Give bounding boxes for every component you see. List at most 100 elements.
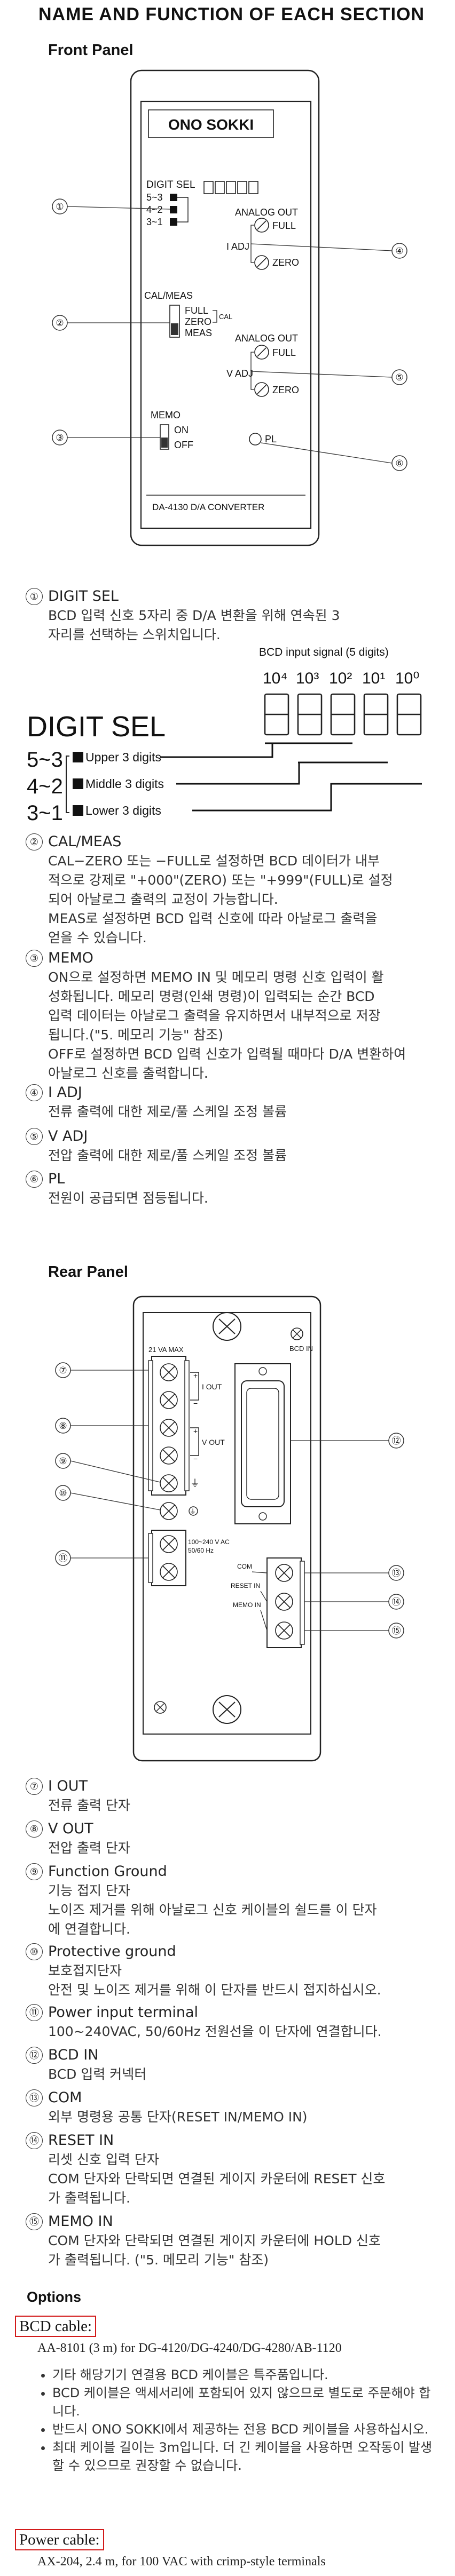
item-title: Function Ground [48, 1863, 167, 1880]
v-zero-label: ZERO [272, 385, 299, 395]
range-row-2: 4~2 [27, 775, 63, 798]
item-text: 전류 출력에 대한 제로/풀 스케일 조정 볼륨 [48, 1104, 287, 1119]
svg-text:+: + [193, 1427, 198, 1435]
bcd-in-panel-label: BCD IN [289, 1345, 313, 1353]
v-zero-pot[interactable] [254, 382, 269, 397]
item-text: BCD 입력 커넥터 [48, 2066, 147, 2082]
front-panel-diagram: ONO SOKKI DIGIT SEL 5~3 4~2 3~1 ANALOG O… [0, 64, 455, 550]
memo-label: MEMO [151, 410, 181, 420]
bcd-in-connector[interactable] [234, 1363, 291, 1524]
list-item: BCD 케이블은 액세서리에 포함되어 있지 않으므로 별도로 주문해야 합니다… [52, 2384, 437, 2420]
callout-14: ⑭ [304, 1594, 404, 1610]
power-1: 10⁴ [263, 670, 287, 687]
function-ground-icon: ⏚ [190, 1478, 200, 1489]
item-text: 입력 데이터는 아날로그 출력을 유지하면서 내부적으로 저장 [48, 1008, 381, 1023]
item-text: 외부 명령용 공통 단자(RESET IN/MEMO IN) [48, 2109, 308, 2125]
i-full-pot[interactable] [254, 218, 269, 233]
callout-15: ⑮ [304, 1623, 404, 1639]
item-title: RESET IN [48, 2132, 114, 2149]
range-brackets [160, 742, 422, 812]
item-number: ⑧ [26, 1820, 43, 1838]
item-text: 기능 접지 단자 [48, 1883, 130, 1898]
item-title: I ADJ [48, 1084, 82, 1101]
v-out-label: V OUT [202, 1438, 225, 1446]
item-text: 에 연결합니다. [48, 1921, 130, 1937]
item-number: ⑥ [26, 1171, 43, 1188]
item-text: BCD 입력 신호 5자리 중 D/A 변환을 위해 연속된 3 [48, 608, 340, 623]
svg-text:④: ④ [395, 246, 403, 256]
va-max-label: 21 VA MAX [148, 1346, 184, 1354]
item-title: I OUT [48, 1778, 88, 1794]
page-title: NAME AND FUNCTION OF EACH SECTION [38, 4, 425, 25]
item-text: ON으로 설정하면 MEMO IN 및 메모리 명령 신호 입력이 활 [48, 969, 384, 985]
digit-sel-pos-3: 3~1 [146, 217, 163, 227]
item-number: ③ [26, 950, 43, 967]
rear-panel-heading: Rear Panel [48, 1263, 128, 1281]
item-title: V ADJ [48, 1128, 88, 1144]
list-item: 반드시 ONO SOKKI에서 제공하는 전용 BCD 케이블을 사용하십시오. [52, 2420, 437, 2438]
svg-text:②: ② [56, 318, 64, 328]
item-text: 전류 출력 단자 [48, 1798, 130, 1813]
item-text: 얻을 수 있습니다. [48, 930, 147, 945]
item-title: CAL/MEAS [48, 833, 122, 850]
digit-sel-pos-2: 4~2 [146, 204, 163, 215]
cal-meas-label: CAL/MEAS [144, 290, 193, 301]
bcd-signal-label: BCD input signal (5 digits) [259, 646, 389, 658]
i-zero-pot[interactable] [254, 255, 269, 270]
com-label: COM [237, 1563, 252, 1570]
item-title: Power input terminal [48, 2004, 199, 2021]
callout-13: ⑬ [304, 1565, 404, 1581]
item-text: CAL−ZERO 또는 −FULL로 설정하면 BCD 데이터가 내부 [48, 853, 380, 869]
item-number: ⑩ [26, 1943, 43, 1960]
v-full-pot[interactable] [254, 345, 269, 360]
svg-text:⑮: ⑮ [392, 1626, 401, 1636]
svg-text:⑬: ⑬ [392, 1568, 401, 1578]
power-3: 10² [329, 670, 352, 687]
digit-sel-label: DIGIT SEL [146, 179, 195, 190]
power-2: 10³ [296, 670, 319, 687]
item-number: ⑤ [26, 1128, 43, 1145]
item-text: 아날로그 신호를 출력합니다. [48, 1066, 208, 1081]
v-full-label: FULL [272, 347, 296, 358]
callout-2: ② [52, 315, 170, 331]
item-text: 보호접지단자 [48, 1963, 122, 1978]
item-text: MEAS로 설정하면 BCD 입력 신호에 따라 아날로그 출력을 [48, 911, 378, 926]
list-item: 최대 케이블 길이는 3m입니다. 더 긴 케이블을 사용하면 오작동이 발생할… [52, 2438, 437, 2475]
front-panel-heading: Front Panel [48, 42, 134, 59]
callout-6: ⑥ [261, 442, 407, 471]
item-text: COM 단자와 단락되면 연결된 게이지 카운터에 HOLD 신호 [48, 2233, 381, 2248]
item-title: V OUT [48, 1820, 93, 1837]
range-row-3: 3~1 [27, 801, 63, 824]
item-text: COM 단자와 단락되면 연결된 게이지 카운터에 RESET 신호 [48, 2171, 386, 2187]
i-adj-label: I ADJ [226, 241, 249, 252]
digit-display [203, 181, 258, 194]
item-number: ⑦ [26, 1778, 43, 1795]
options-heading: Options [27, 2289, 81, 2305]
callout-1: ① [52, 198, 170, 214]
power-cable-text: AX-204, 2.4 m, for 100 VAC with crimp-st… [37, 2555, 326, 2569]
svg-text:①: ① [56, 202, 64, 212]
svg-text:+: + [193, 1371, 198, 1380]
item-number: ⑪ [26, 2004, 43, 2021]
svg-text:−: − [193, 1399, 198, 1408]
digit-sel-switch[interactable] [170, 194, 189, 226]
item-text: 전원이 공급되면 점등됩니다. [48, 1190, 208, 1206]
item-title: DIGIT SEL [48, 588, 119, 605]
memo-in-label: MEMO IN [233, 1601, 261, 1609]
ac-voltage-label: 100~240 V AC [188, 1538, 230, 1546]
analog-out-label-1: ANALOG OUT [235, 207, 298, 218]
bcd-cable-models: AA-8101 (3 m) for DG-4120/DG-4240/DG-428… [37, 2341, 342, 2355]
pl-label: PL [265, 434, 277, 444]
item-text: 자리를 선택하는 스위치입니다. [48, 627, 221, 642]
reset-in-label: RESET IN [231, 1582, 260, 1589]
cal-full-label: FULL [185, 305, 208, 316]
item-title: MEMO IN [48, 2213, 113, 2230]
power-4: 10¹ [362, 670, 385, 687]
power-cable-label: Power cable: [15, 2529, 104, 2550]
item-text: 가 출력됩니다. ("5. 메모리 기능" 참조) [48, 2252, 269, 2268]
